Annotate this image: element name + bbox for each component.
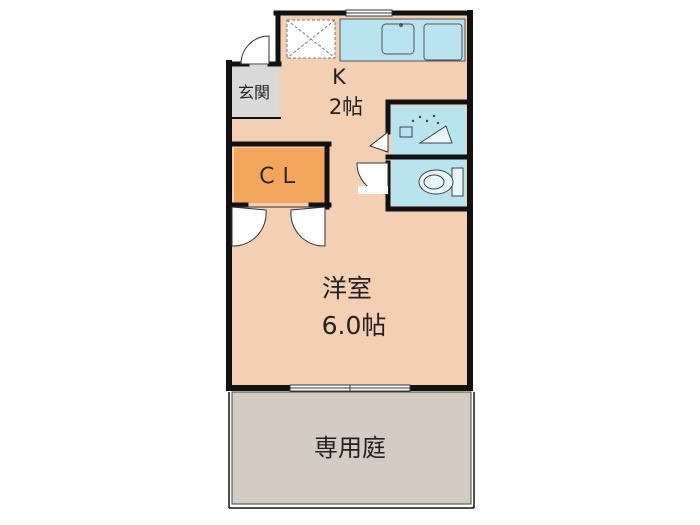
closet-floor [234,148,325,203]
entrance-door [240,35,270,65]
sink [381,23,415,55]
kitchen-size: 2帖 [329,95,363,119]
toilet-icon [418,167,464,197]
shower-icon [418,125,453,144]
garden-label: 専用庭 [314,434,386,462]
kitchen-label: K [332,65,347,89]
window-top [345,9,393,17]
bathroom-shower [391,106,466,155]
entrance-label: 玄関 [238,83,270,102]
stove [423,23,463,61]
western-room-size: 6.0帖 [322,311,387,340]
garden-area [232,392,471,504]
western-room-label: 洋室 [322,274,372,303]
closet-label: ＣＬ [256,164,300,189]
garden-border [231,391,472,505]
entrance-floor [230,65,279,118]
window-bottom [289,384,411,392]
bathroom-door [368,130,389,153]
toilet-door [356,162,389,195]
closet-doors [231,206,326,247]
